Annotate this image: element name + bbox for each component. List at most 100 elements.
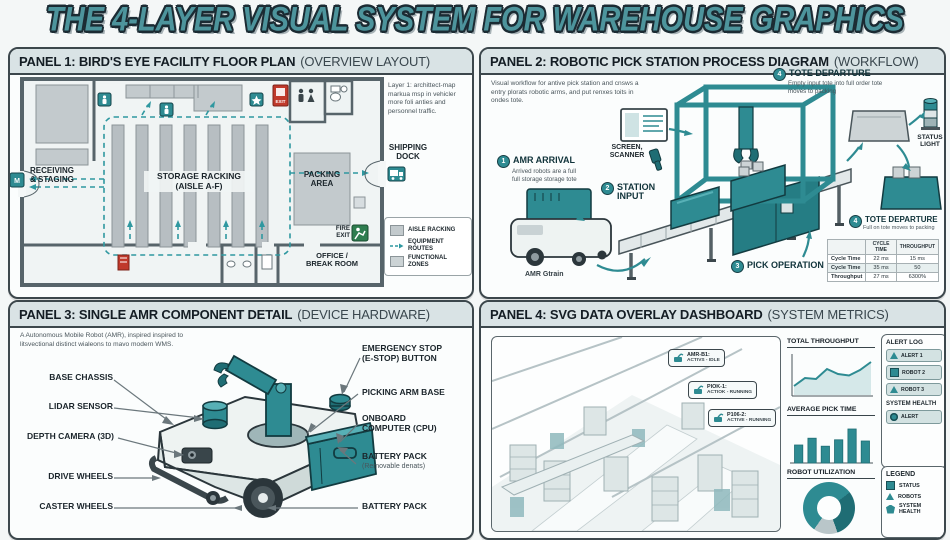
panel-4-dashboard: PANEL 4: SVG DATA OVERLAY DASHBOARD (SYS…	[479, 300, 946, 540]
panel-1-header: PANEL 1: BIRD'S EYE FACILITY FLOOR PLAN …	[10, 49, 472, 75]
shelf-stacks	[509, 402, 759, 522]
battery-pack-2-label: BATTERY PACK	[362, 501, 427, 511]
amr-caption: AMR Gtrain	[525, 271, 564, 278]
panel-3-subtitle: (DEVICE HARDWARE)	[297, 306, 430, 322]
health-shield-icon	[886, 504, 895, 514]
conveyor-art	[500, 434, 646, 496]
racking-swatch-icon	[390, 225, 404, 236]
throughput-chart[interactable]	[787, 351, 875, 401]
throughput-line	[793, 361, 872, 387]
person-icons	[298, 88, 315, 102]
screen-icon	[620, 108, 668, 142]
e-stop-label: EMERGENCY STOP (E-STOP) BUTTON	[362, 343, 442, 363]
route-arrow-icon	[390, 243, 404, 249]
panel-4-subtitle: (SYSTEM METRICS)	[767, 306, 889, 322]
hazard-icon	[117, 254, 130, 271]
step-3: 3 PICK OPERATION	[731, 260, 824, 273]
zones-swatch-icon	[390, 256, 404, 268]
panel-3-title: PANEL 3: SINGLE AMR COMPONENT DETAIL	[19, 306, 293, 322]
pick-station-drawing	[510, 84, 942, 280]
panel-3-annotation: A Autonomous Mobile Robot (AMR), inspire…	[20, 332, 184, 348]
legend-item-zones: FUNCTIONAL ZONES	[390, 255, 466, 268]
picktime-chart[interactable]	[787, 419, 875, 465]
conveyor-strip-dividers	[149, 85, 199, 98]
status-square-icon	[886, 481, 895, 490]
status-light-icon	[921, 98, 940, 130]
panel-1-annotation: Layer 1: archittect-map markua msp in ve…	[388, 82, 456, 115]
battery-pack-label: BATTERY PACK	[362, 451, 427, 461]
legend-robots-item: ROBOTS	[886, 493, 942, 500]
printer-icon	[353, 196, 366, 209]
office-fixtures	[226, 254, 273, 270]
legend-item-racking: AISLE RACKING	[390, 225, 466, 236]
facility-icon-badges	[97, 92, 264, 117]
depth-camera-part	[181, 447, 213, 464]
step-2-number: 2	[601, 182, 614, 195]
legend-item-routes: EQUIPMENT ROUTES	[390, 239, 466, 252]
utilization-donut[interactable]	[803, 482, 855, 534]
step-4-top-title: TOTE DEPARTURE	[789, 68, 871, 78]
dashboard-legend-title: LEGEND	[886, 471, 916, 478]
picking-arm-part	[213, 354, 309, 448]
depth-camera-label: DEPTH CAMERA (3D)	[26, 431, 114, 441]
callout-amr-b1[interactable]: AMR-B1: ACTIVS - IDLE	[668, 349, 725, 368]
picking-arm-label: PICKING ARM BASE	[362, 387, 445, 397]
step-4-top: 4 TOTE DEPARTURE	[773, 68, 871, 81]
caster-wheels-label: CASTER WHEELS	[39, 501, 113, 511]
step-4-bottom-number: 4	[849, 215, 862, 228]
flow-arrowheads	[576, 111, 925, 267]
step-1-title: AMR ARRIVAL	[513, 155, 575, 165]
pick-tote	[730, 161, 786, 213]
floor-plan-drawing: EXIT M	[10, 77, 406, 287]
callout-lines	[113, 357, 361, 509]
panel-1-floor-plan: PANEL 1: BIRD'S EYE FACILITY FLOOR PLAN …	[8, 47, 474, 299]
drive-wheels-label: DRIVE WHEELS	[48, 471, 113, 481]
robot-icon	[714, 413, 724, 423]
panel-2-title: PANEL 2: ROBOTIC PICK STATION PROCESS DI…	[490, 53, 829, 69]
truck-icon	[387, 166, 406, 182]
panel-2-annotation: Visual workflow for antive pick station …	[491, 80, 639, 105]
alert-1-badge[interactable]: ALERT 1	[886, 349, 942, 362]
exit-sign: EXIT	[272, 84, 289, 107]
donut-hole	[817, 496, 841, 520]
robots-triangle-icon	[886, 493, 894, 500]
equipment-routes[interactable]	[36, 104, 362, 256]
callout-piok-1[interactable]: PIOK-1: ACTIOK - RUNNING	[688, 381, 758, 400]
step-2: 2 STATION INPUT	[601, 182, 655, 202]
step-4-top-desc: Empty input tote into full order tote mo…	[788, 80, 883, 95]
robot-2-badge[interactable]: ROBOT 2	[886, 365, 942, 380]
panel-1-title: PANEL 1: BIRD'S EYE FACILITY FLOOR PLAN	[19, 53, 296, 69]
route-arrowheads	[29, 101, 369, 227]
system-health-title: SYSTEM HEALTH	[886, 401, 937, 407]
picktime-bars	[794, 428, 870, 464]
alert-log-title: ALERT LOG	[886, 339, 923, 346]
battery-pack-sub-label: (Removable denats)	[362, 463, 426, 470]
panel-2-pick-station: PANEL 2: ROBOTIC PICK STATION PROCESS DI…	[479, 47, 946, 299]
picktime-chart-title: AVERAGE PICK TIME	[787, 406, 875, 416]
panel-3-header: PANEL 3: SINGLE AMR COMPONENT DETAIL (DE…	[10, 302, 472, 328]
robot-3-badge[interactable]: ROBOT 3	[886, 383, 942, 396]
toilet-icon	[330, 85, 341, 102]
lidar-sensor-part	[202, 400, 228, 430]
dock-forklift-badge: M	[10, 172, 25, 188]
scanner-icon	[648, 148, 663, 171]
system-health-alert-badge[interactable]: ALERT	[886, 410, 942, 424]
full-order-tote	[880, 166, 942, 210]
step-4-bottom-title: TOTE DEPARTURE	[865, 215, 938, 224]
svg-text:M: M	[14, 178, 20, 185]
fire-exit-label: FIRE EXIT	[335, 225, 350, 239]
amr-robot	[510, 188, 612, 266]
receiving-label: RECEIVING & STAGING	[30, 166, 75, 184]
alert-triangle-icon	[890, 386, 898, 393]
floor-plan-legend: AISLE RACKING EQUIPMENT ROUTES FUNCTIONA…	[384, 217, 472, 277]
battery-part	[304, 421, 377, 492]
callout-p106-2[interactable]: P106-2: ACTIVE - RUNNING	[708, 409, 777, 428]
panel-4-title: PANEL 4: SVG DATA OVERLAY DASHBOARD	[490, 306, 763, 322]
step-3-number: 3	[731, 260, 744, 273]
alert-log-card: ALERT LOG ALERT 1 ROBOT 2 ROBOT 3 SYSTEM…	[881, 334, 944, 468]
robot-icon	[694, 385, 704, 395]
amr-drawing	[113, 354, 377, 518]
